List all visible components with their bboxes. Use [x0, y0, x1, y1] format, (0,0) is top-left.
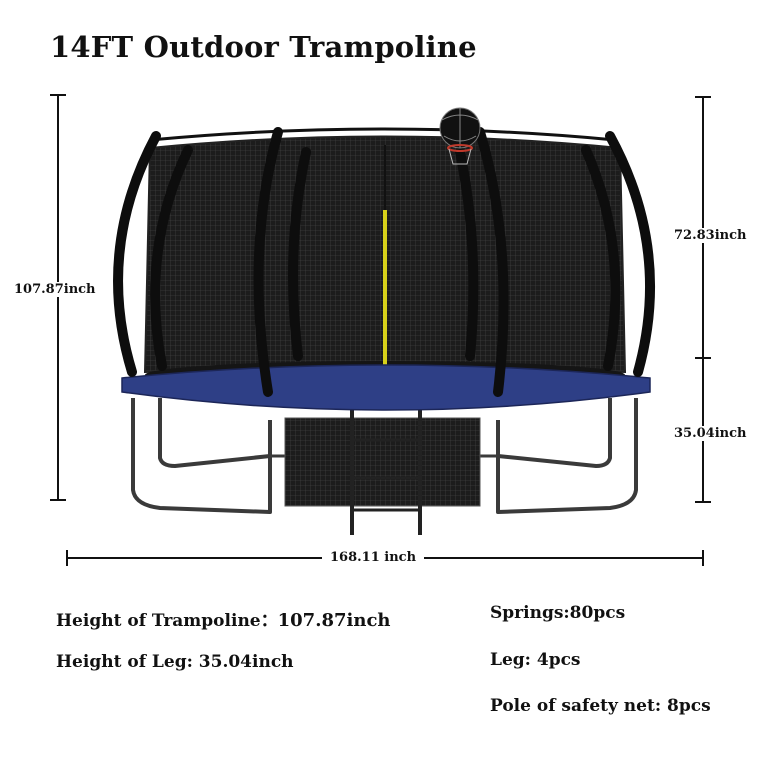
leg-height-label: 35.04inch [674, 426, 747, 441]
spec-legs: Leg: 4pcs [490, 650, 581, 670]
frame-pad [121, 364, 651, 411]
spec-net-poles: Pole of safety net: 8pcs [490, 696, 711, 716]
spec-leg-height: Height of Leg: 35.04inch [56, 652, 294, 672]
spec-label: Pole of safety net: [490, 696, 668, 716]
spec-value: 4pcs [536, 650, 581, 670]
spec-value: 80pcs [569, 603, 626, 623]
basketball-hoop-icon [439, 107, 481, 165]
width-label: 168.11 inch [322, 550, 425, 565]
spec-label: Springs: [490, 603, 570, 623]
shoe-bag-net [284, 417, 481, 507]
spec-trampoline-height: Height of Trampoline：107.87inch [56, 606, 391, 631]
enclosure-height-label: 72.83inch [674, 228, 747, 243]
dimension-lines [50, 94, 711, 566]
spec-springs: Springs:80pcs [490, 603, 625, 623]
ladder [350, 410, 422, 535]
spec-label: Height of Leg: [56, 652, 199, 672]
spec-label: Height of Trampoline： [56, 611, 278, 631]
spec-label: Leg: [490, 650, 537, 670]
net-poles [113, 127, 655, 397]
spec-value: 107.87inch [277, 610, 391, 631]
total-height-label: 107.87inch [14, 282, 96, 297]
spec-value: 35.04inch [198, 652, 294, 672]
spec-value: 8pcs [667, 696, 711, 716]
page-title: 14FT Outdoor Trampoline [50, 30, 477, 64]
